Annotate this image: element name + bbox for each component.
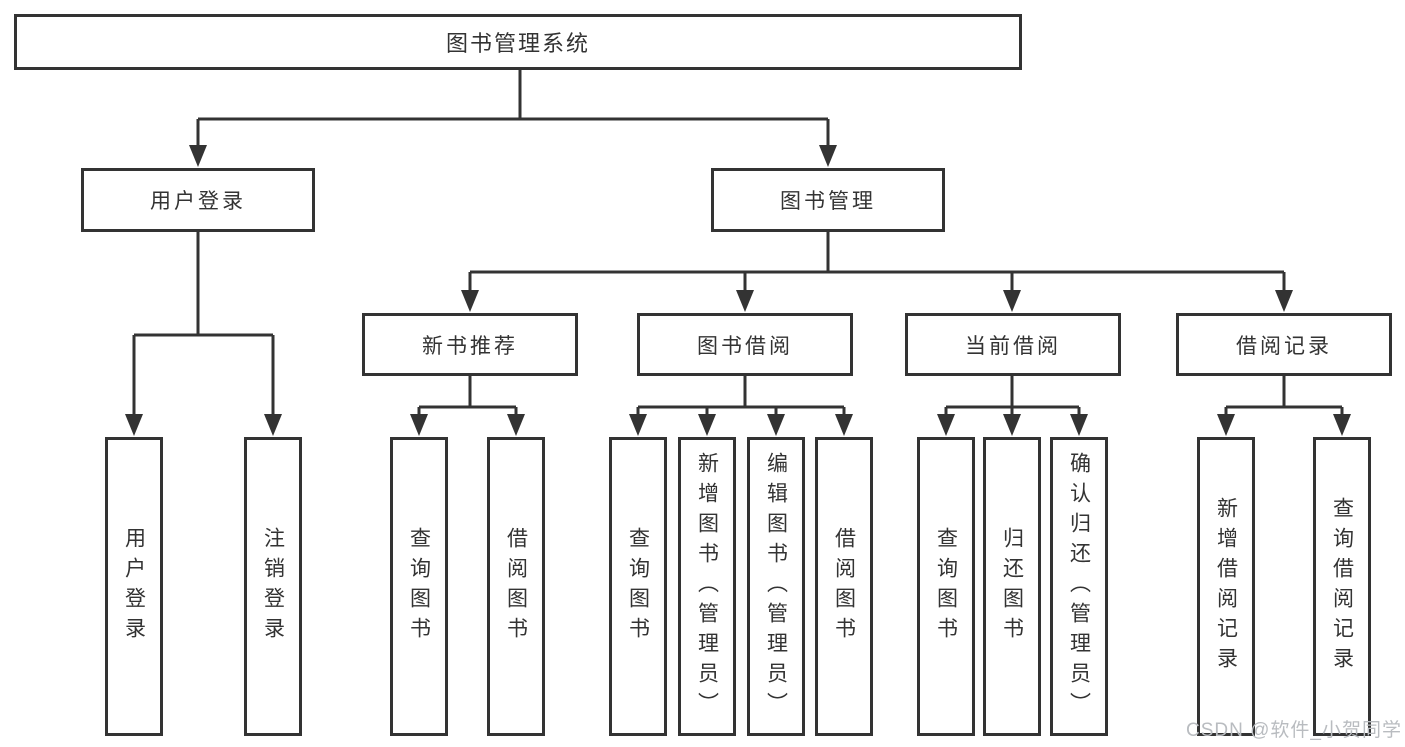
node-label: 图书管理系统 [445, 31, 590, 56]
arrow-down-icon [410, 414, 428, 436]
node-borrowing-records: 借阅记录 [1176, 313, 1392, 376]
node-label: 查询图书 [934, 526, 958, 647]
node-label: 查询图书 [407, 526, 431, 647]
node-label: 借阅图书 [832, 526, 856, 647]
leaf-query-books-borrowing: 查询图书 [609, 437, 667, 736]
node-label: 用户登录 [150, 190, 246, 213]
node-label: 图书借阅 [697, 334, 793, 358]
arrow-down-icon [819, 145, 837, 167]
node-label: 新书推荐 [422, 334, 518, 358]
arrowhead-icons [125, 145, 1351, 436]
arrow-down-icon [835, 414, 853, 436]
node-book-management: 图书管理 [711, 168, 945, 232]
leaf-borrow-books-recommend: 借阅图书 [487, 437, 545, 736]
node-label: 归还图书 [1000, 526, 1024, 647]
node-user-login-branch: 用户登录 [81, 168, 315, 232]
leaf-return-books: 归还图书 [983, 437, 1041, 736]
node-label: 新增图书（管理员） [695, 451, 719, 722]
node-label: 注销登录 [261, 526, 285, 647]
leaf-query-books-recommend: 查询图书 [390, 437, 448, 736]
arrow-down-icon [1003, 290, 1021, 312]
arrow-down-icon [767, 414, 785, 436]
arrow-down-icon [1217, 414, 1235, 436]
leaf-borrow-books: 借阅图书 [815, 437, 873, 736]
leaf-query-books-current: 查询图书 [917, 437, 975, 736]
node-label: 借阅图书 [504, 526, 528, 647]
arrow-down-icon [736, 290, 754, 312]
leaf-add-book-admin: 新增图书（管理员） [678, 437, 736, 736]
node-label: 用户登录 [122, 526, 146, 647]
node-library-management-system: 图书管理系统 [14, 14, 1022, 70]
node-label: 新增借阅记录 [1214, 496, 1238, 677]
leaf-logout: 注销登录 [244, 437, 302, 736]
leaf-confirm-return-admin: 确认归还（管理员） [1050, 437, 1108, 736]
node-label: 确认归还（管理员） [1067, 451, 1091, 722]
arrow-down-icon [125, 414, 143, 436]
leaf-query-borrow-record: 查询借阅记录 [1313, 437, 1371, 736]
arrow-down-icon [461, 290, 479, 312]
node-label: 查询图书 [626, 526, 650, 647]
arrow-down-icon [1275, 290, 1293, 312]
node-label: 查询借阅记录 [1330, 496, 1354, 677]
arrow-down-icon [1070, 414, 1088, 436]
node-current-borrowing: 当前借阅 [905, 313, 1121, 376]
csdn-watermark: CSDN @软件_小贺同学 [1186, 720, 1402, 741]
node-label: 当前借阅 [965, 334, 1061, 358]
node-label: 图书管理 [780, 190, 876, 213]
arrow-down-icon [1003, 414, 1021, 436]
leaf-add-borrow-record: 新增借阅记录 [1197, 437, 1255, 736]
leaf-edit-book-admin: 编辑图书（管理员） [747, 437, 805, 736]
node-book-borrowing: 图书借阅 [637, 313, 853, 376]
leaf-user-login: 用户登录 [105, 437, 163, 736]
arrow-down-icon [507, 414, 525, 436]
arrow-down-icon [1333, 414, 1351, 436]
node-label: 借阅记录 [1236, 334, 1332, 358]
node-new-book-recommendation: 新书推荐 [362, 313, 578, 376]
arrow-down-icon [937, 414, 955, 436]
arrow-down-icon [698, 414, 716, 436]
node-label: 编辑图书（管理员） [764, 451, 788, 722]
arrow-down-icon [264, 414, 282, 436]
arrow-down-icon [189, 145, 207, 167]
arrow-down-icon [629, 414, 647, 436]
